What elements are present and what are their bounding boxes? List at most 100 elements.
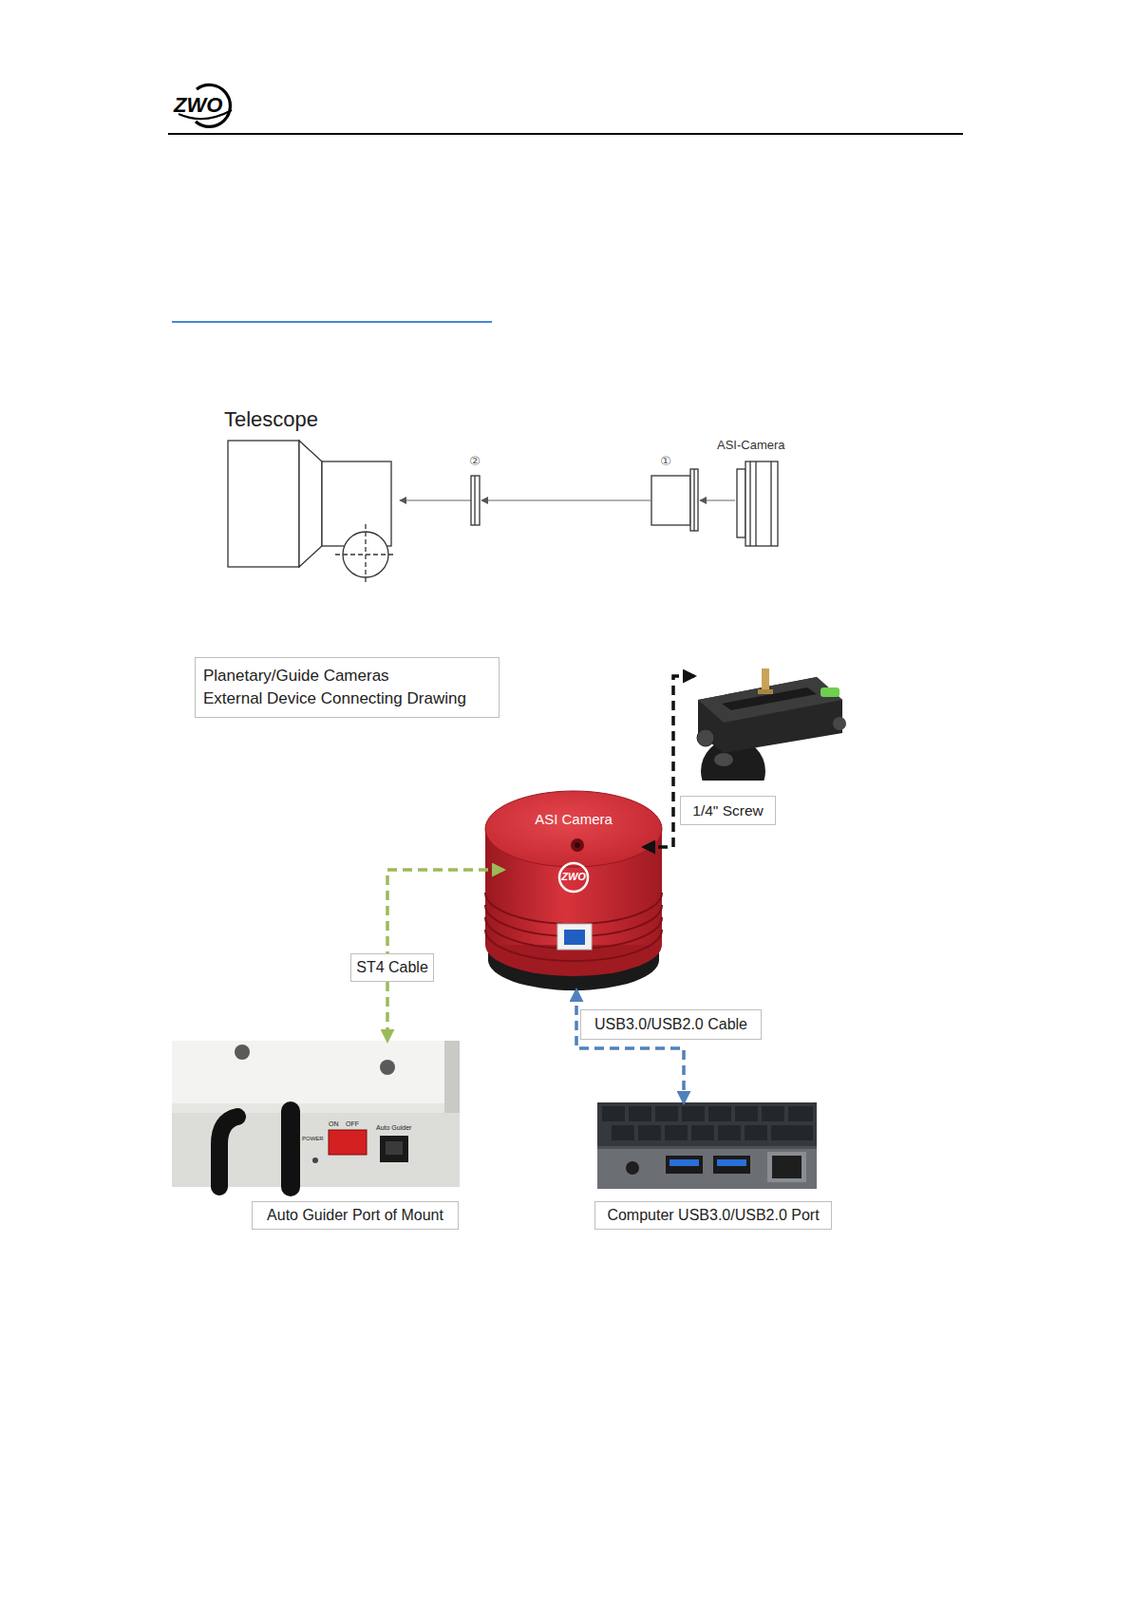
caption-box: Auto Guider Port of Mount bbox=[251, 1201, 459, 1230]
power-cable bbox=[281, 1111, 301, 1188]
key bbox=[638, 1125, 661, 1141]
plate-top bbox=[698, 677, 843, 723]
heading-box: Planetary/Guide CamerasExternal Device C… bbox=[194, 657, 500, 718]
part-name: Telescope bbox=[224, 407, 319, 432]
key bbox=[602, 1106, 625, 1122]
adapter-ring bbox=[471, 475, 480, 526]
heading-text: Planetary/Guide Cameras bbox=[203, 664, 491, 688]
camera-housing bbox=[745, 461, 778, 547]
key bbox=[628, 1106, 652, 1122]
ethernet-port bbox=[772, 1155, 802, 1179]
screw-thread bbox=[574, 842, 581, 849]
housing-line bbox=[770, 461, 772, 547]
keyboard-keys bbox=[602, 1106, 813, 1141]
hand-controller-cable bbox=[219, 1116, 238, 1188]
usb-port bbox=[713, 1155, 751, 1174]
switch-label: OFF bbox=[345, 1120, 359, 1129]
mount-bolt bbox=[234, 1044, 250, 1060]
header-rule bbox=[168, 132, 963, 135]
port-label: Auto Guider bbox=[376, 1124, 412, 1132]
mount-panel-picture bbox=[171, 1040, 460, 1188]
key bbox=[664, 1125, 688, 1141]
camera-picture bbox=[485, 791, 662, 991]
telescope-drawing bbox=[227, 440, 397, 585]
key bbox=[761, 1106, 785, 1122]
socket-opening bbox=[385, 1141, 403, 1155]
brand-logo: ZWO bbox=[549, 870, 598, 884]
nosepiece-flange bbox=[690, 469, 699, 531]
camera-side-drawing bbox=[736, 461, 778, 547]
caption-box: Computer USB3.0/USB2.0 Port bbox=[594, 1201, 832, 1230]
key bbox=[744, 1125, 768, 1141]
laptop-picture bbox=[597, 1102, 817, 1189]
cable-label: ST4 Cable bbox=[350, 953, 434, 982]
mount-housing bbox=[171, 1040, 460, 1188]
tripod-head-picture bbox=[697, 668, 847, 781]
center-line bbox=[364, 524, 366, 585]
telescope-cone bbox=[299, 440, 322, 567]
key bbox=[771, 1125, 813, 1141]
port-label: POWER bbox=[301, 1135, 324, 1143]
ball-highlight bbox=[714, 753, 734, 767]
housing-line bbox=[749, 461, 751, 547]
plate-slot bbox=[721, 687, 817, 711]
laptop-body bbox=[597, 1102, 817, 1189]
flange-edge bbox=[693, 469, 695, 531]
key bbox=[735, 1106, 758, 1122]
callout-number: ① bbox=[656, 454, 676, 470]
screw-connector bbox=[643, 676, 695, 848]
usb-cable bbox=[576, 990, 684, 1103]
key bbox=[681, 1106, 705, 1122]
camera-top-face bbox=[485, 791, 662, 868]
mount-panel: Auto Guider Port of Mount bbox=[171, 1040, 460, 1188]
heading-text: External Device Connecting Drawing bbox=[203, 687, 491, 711]
screw-washer bbox=[757, 689, 774, 695]
mount-upper-face bbox=[171, 1040, 460, 1104]
nosepiece bbox=[651, 475, 691, 526]
port-panel bbox=[171, 1113, 460, 1188]
telescope-tube bbox=[227, 440, 300, 567]
laptop-ports: Computer USB3.0/USB2.0 Port bbox=[597, 1102, 817, 1189]
key bbox=[655, 1106, 679, 1122]
auto-guider-socket bbox=[379, 1135, 409, 1163]
usb-port-insert bbox=[669, 1159, 699, 1167]
ethernet-frame bbox=[767, 1151, 807, 1183]
cable-label: USB3.0/USB2.0 Cable bbox=[580, 1009, 762, 1040]
usb-port-insert bbox=[716, 1159, 747, 1167]
assembly-arrow bbox=[699, 500, 736, 502]
body-text: ASI Camera bbox=[503, 811, 644, 828]
key bbox=[691, 1125, 715, 1141]
key bbox=[717, 1125, 741, 1141]
adapter-edge bbox=[473, 475, 475, 526]
audio-jack bbox=[625, 1161, 640, 1175]
usb-port bbox=[557, 924, 592, 950]
clamp-knob bbox=[832, 716, 847, 731]
key bbox=[611, 1125, 635, 1141]
assembly-arrow bbox=[399, 500, 472, 502]
adapter-parts bbox=[471, 469, 699, 531]
cooling-groove bbox=[485, 917, 662, 949]
callout-number: ② bbox=[465, 454, 485, 470]
camera-body: ASI Camera bbox=[503, 791, 644, 991]
switch-label: ON bbox=[328, 1120, 340, 1129]
tripod-screw-hole bbox=[570, 838, 585, 852]
power-switch bbox=[328, 1130, 367, 1155]
usb-port-insert bbox=[564, 929, 585, 945]
camera-front bbox=[736, 469, 746, 538]
key bbox=[788, 1106, 813, 1122]
part-name: ASI-Camera bbox=[716, 438, 786, 453]
tripod-head: 1/4" Screw bbox=[694, 673, 843, 781]
clamp-knob bbox=[697, 729, 715, 747]
laptop-keyboard bbox=[597, 1102, 817, 1147]
assembly-arrow bbox=[481, 500, 651, 502]
power-led bbox=[312, 1157, 319, 1164]
bubble-level bbox=[820, 687, 840, 698]
cooling-groove bbox=[485, 892, 662, 925]
link-underline bbox=[171, 320, 492, 322]
usb-port bbox=[665, 1155, 703, 1174]
caption-box: 1/4" Screw bbox=[679, 795, 776, 826]
key bbox=[708, 1106, 732, 1122]
mount-bolt bbox=[379, 1059, 396, 1076]
